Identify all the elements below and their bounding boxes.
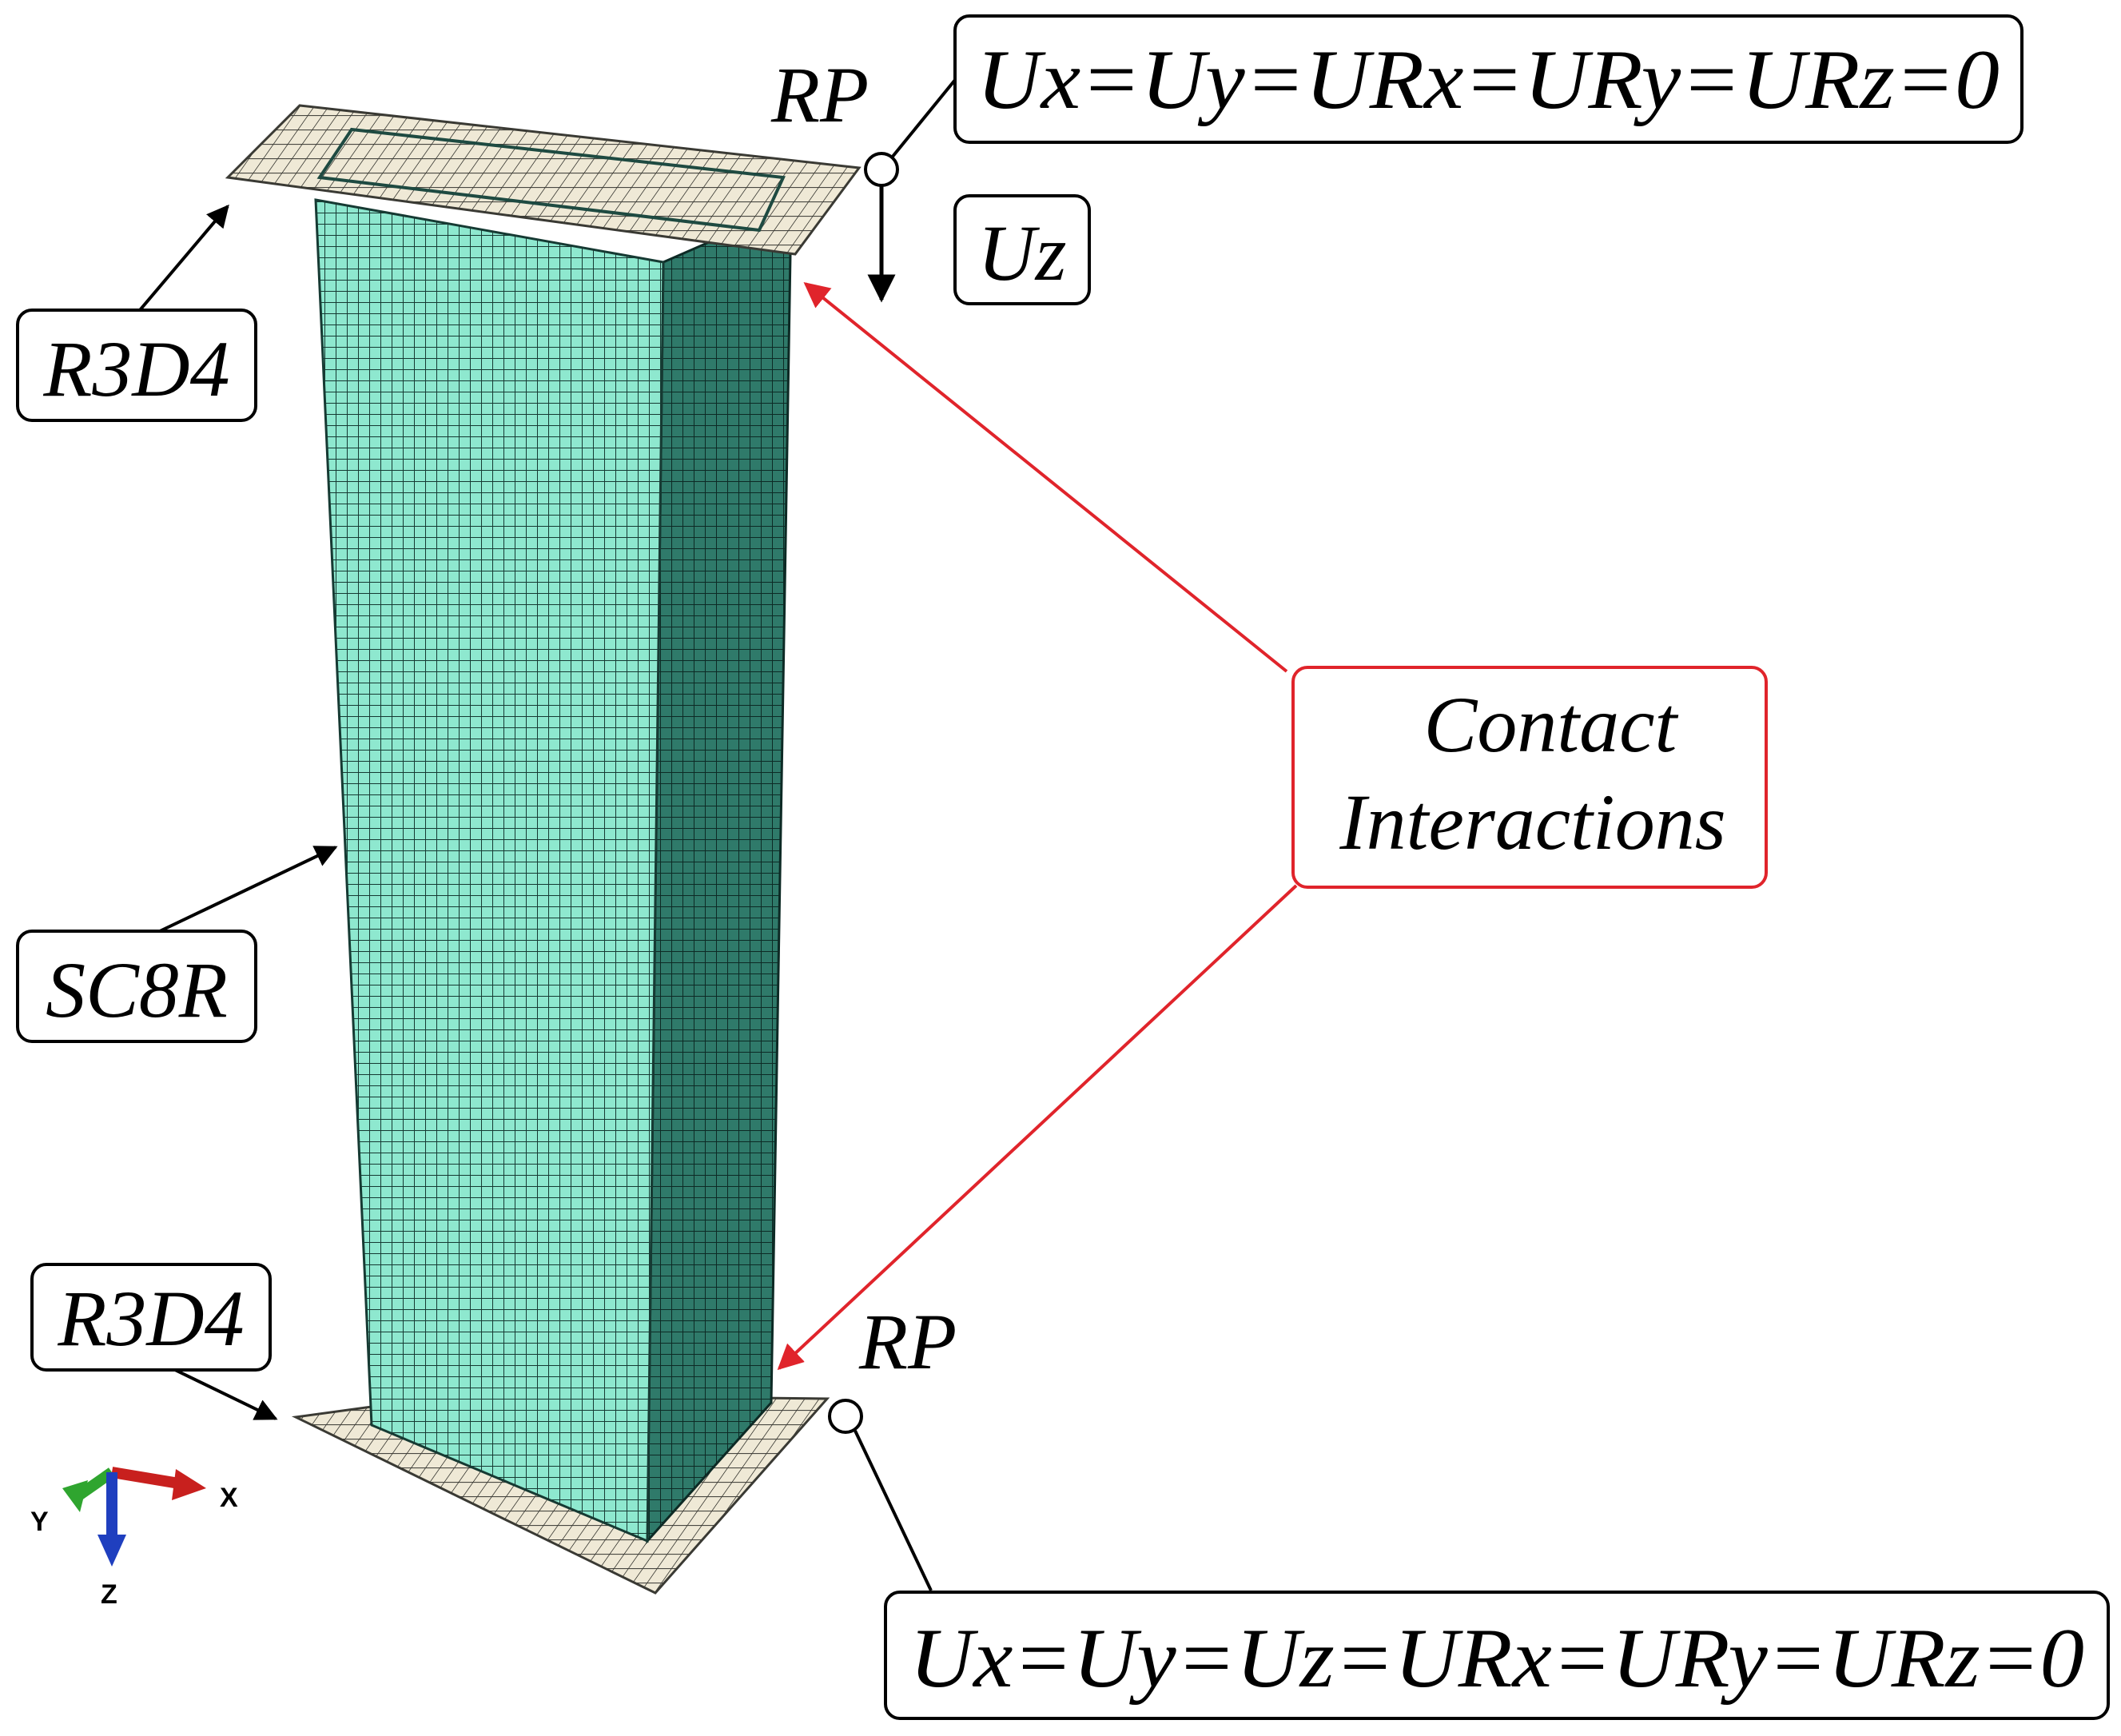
x-axis-label: X (220, 1483, 238, 1513)
y-axis-head (62, 1480, 88, 1512)
sc8r-box (16, 930, 257, 1043)
uz-box (953, 194, 1091, 305)
z-axis-label: Z (101, 1579, 117, 1610)
r3d4-top-box (16, 309, 257, 422)
contact-label-line2: Interactions (1339, 778, 1725, 866)
bottom-bc-box (884, 1591, 2110, 1720)
column-front-face (314, 198, 665, 1543)
top-plate-contact-outline (316, 127, 786, 233)
axis-triad: X Y Z (30, 1467, 238, 1610)
contact-arrow-top (803, 281, 1288, 673)
contact-arrow-bottom (777, 884, 1298, 1371)
r3d4-bottom-arrow (171, 1367, 278, 1420)
r3d4-top-arrow (138, 204, 229, 312)
contact-label-line1: Contact (1424, 680, 1679, 769)
top-bc-leader (890, 78, 957, 159)
r3d4-top-label: R3D4 (42, 325, 229, 413)
rp-top-label: RP (770, 50, 869, 139)
bottom-reference-point (828, 1399, 863, 1434)
r3d4-bottom-label: R3D4 (57, 1274, 244, 1363)
y-axis-label: Y (30, 1507, 49, 1537)
z-axis-head (97, 1535, 126, 1567)
top-bc-box (953, 14, 2024, 144)
column-side-face (646, 204, 793, 1544)
bottom-bc-leader (854, 1430, 933, 1591)
sc8r-arrow (159, 846, 338, 933)
top-bc-label: Ux=Uy=URx=URy=URz=0 (977, 33, 2000, 126)
uz-label: Uz (977, 209, 1066, 297)
top-reference-point (864, 152, 899, 187)
sc8r-label: SC8R (46, 946, 228, 1034)
x-axis-arrow (110, 1467, 185, 1490)
x-axis-head (172, 1469, 206, 1500)
top-rigid-plate (225, 104, 862, 256)
r3d4-bottom-box (30, 1263, 272, 1372)
bottom-bc-label: Ux=Uy=Uz=URx=URy=URz=0 (909, 1611, 2084, 1705)
contact-box (1291, 666, 1768, 889)
rp-bottom-label: RP (858, 1297, 957, 1386)
